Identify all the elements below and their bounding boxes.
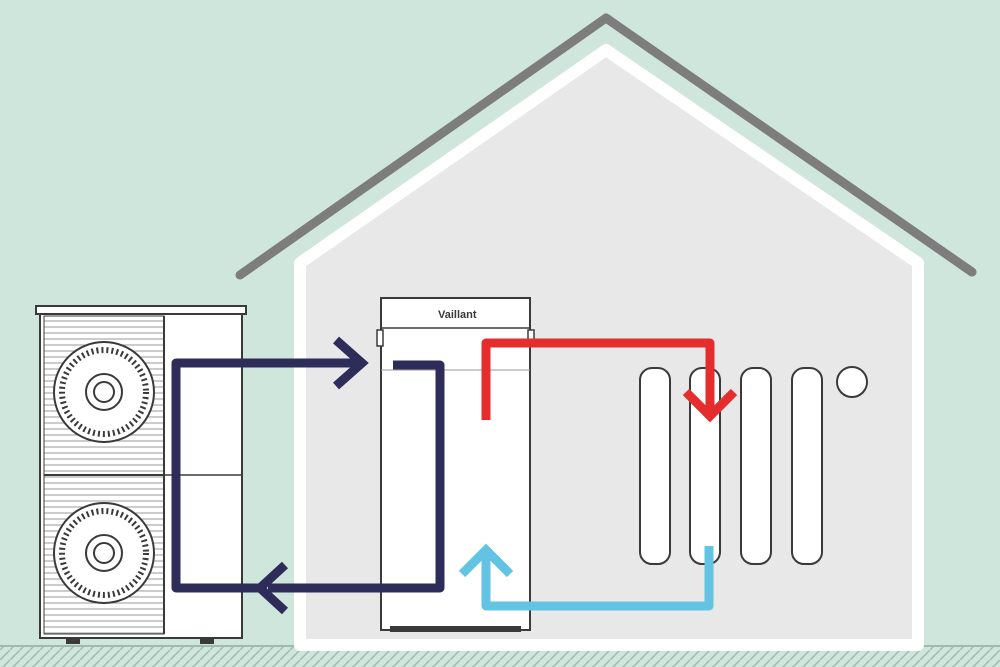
flow-line-dark bbox=[268, 360, 445, 593]
flow-line-dark bbox=[171, 358, 355, 593]
flow-arrow-left-icon bbox=[253, 561, 289, 615]
flow-arrow-right-icon bbox=[333, 336, 369, 390]
flow-hot-to-radiator bbox=[481, 338, 738, 423]
fan-icon bbox=[53, 341, 155, 443]
flow-arrow-up-icon bbox=[458, 543, 514, 578]
flow-arrow-down-icon bbox=[682, 388, 738, 423]
flow-loop-outdoor-indoor bbox=[171, 336, 445, 615]
radiator-icon bbox=[639, 366, 868, 565]
radiator-valve-icon bbox=[836, 366, 868, 398]
brand-label: Vaillant bbox=[438, 309, 477, 321]
roof-line bbox=[235, 13, 977, 280]
flow-cold-return bbox=[458, 543, 714, 611]
fan-icon bbox=[53, 502, 155, 604]
heat-pump-outdoor-unit-icon bbox=[35, 305, 247, 644]
ground bbox=[0, 646, 1000, 667]
heat-pump-cylinder-icon: Vaillant bbox=[376, 297, 535, 632]
flow-line-cold bbox=[481, 546, 714, 611]
flow-line-hot bbox=[481, 338, 715, 420]
